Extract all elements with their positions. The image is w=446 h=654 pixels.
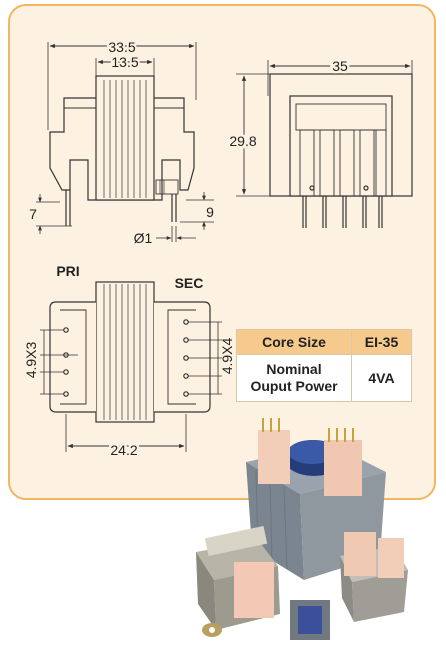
core-size-value: EI-35 (351, 329, 412, 355)
dim-end-width: 35 (332, 58, 348, 74)
dim-primary-pitch: 4.9X3 (23, 341, 39, 378)
dim-pin-height-left: 7 (29, 206, 37, 222)
dim-core-width: 13.5 (111, 54, 138, 70)
dim-secondary-pitch: 4.9X4 (219, 337, 235, 374)
transformer-photo (196, 418, 408, 640)
primary-label: PRI (56, 263, 79, 279)
dim-pin-height-right: 9 (206, 204, 214, 220)
spec-table: Core Size EI-35 Nominal Ouput Power 4VA (236, 329, 412, 402)
dim-pin-diameter: Ø1 (134, 230, 153, 246)
dim-end-height: 29.8 (229, 133, 256, 149)
side-view (36, 42, 214, 242)
output-power-label-line2: Ouput Power (250, 378, 338, 394)
output-power-label-line1: Nominal (266, 361, 322, 377)
output-power-label: Nominal Ouput Power (236, 354, 352, 402)
spec-table-header-row: Core Size EI-35 (236, 329, 412, 355)
bottom-view (40, 281, 222, 452)
spec-table-power-row: Nominal Ouput Power 4VA (236, 354, 412, 402)
dim-pin-row-spacing: 24.2 (110, 442, 137, 458)
output-power-value: 4VA (351, 354, 412, 402)
end-view (236, 60, 413, 228)
dim-overall-width: 33.5 (108, 39, 135, 55)
core-size-label: Core Size (236, 329, 352, 355)
secondary-label: SEC (175, 275, 204, 291)
